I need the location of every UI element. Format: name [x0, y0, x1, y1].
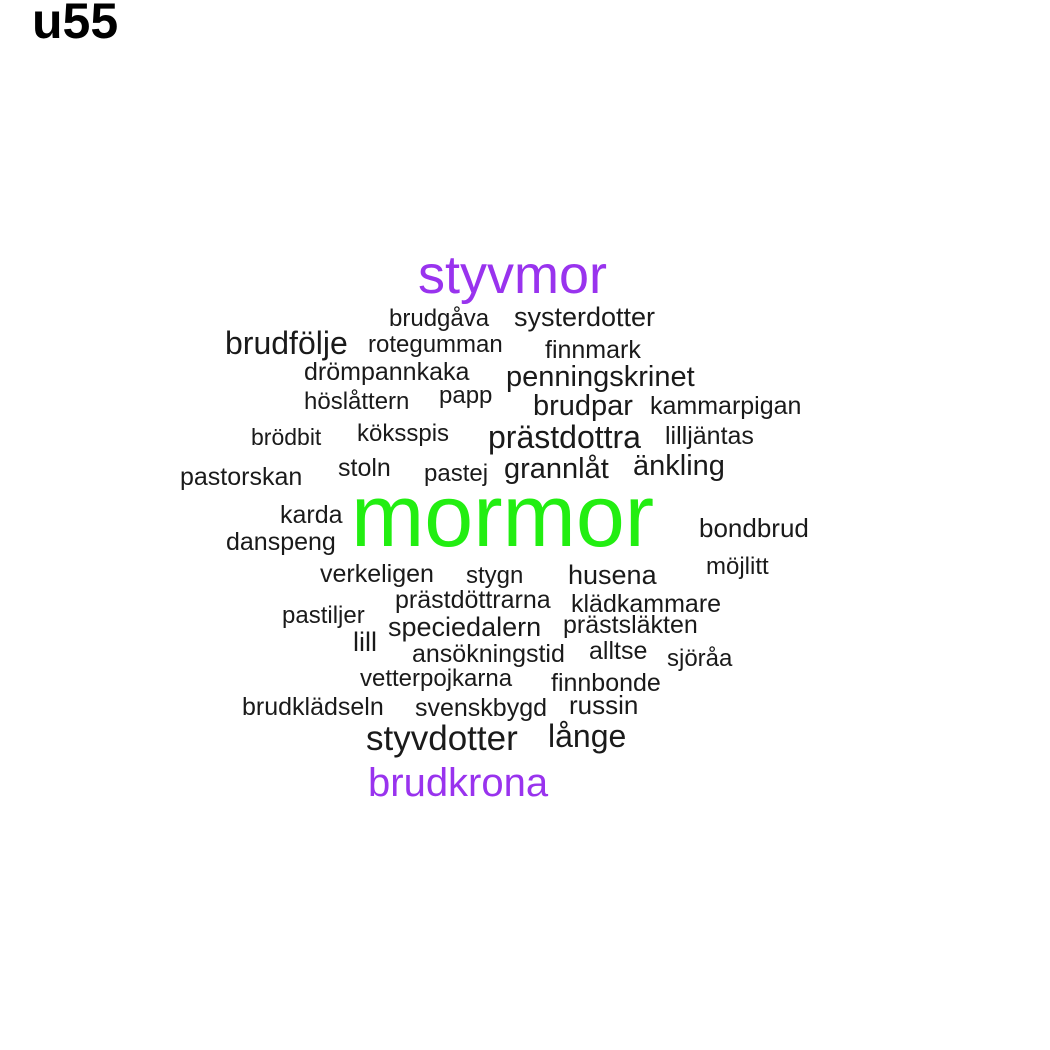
cloud-word: brudklädseln	[242, 693, 384, 721]
cloud-word: möjlitt	[706, 553, 769, 580]
cloud-word: husena	[568, 560, 657, 590]
cloud-word: brudpar	[533, 390, 633, 422]
cloud-word: karda	[280, 501, 343, 529]
cloud-word: kammarpigan	[650, 392, 802, 420]
cloud-word: papp	[439, 382, 493, 409]
cloud-word: brudfölje	[225, 325, 348, 361]
cloud-word: bondbrud	[699, 513, 809, 543]
cloud-word: pastiljer	[282, 602, 365, 629]
cloud-word: lilljäntas	[665, 422, 754, 450]
cloud-word: köksspis	[357, 420, 450, 447]
cloud-word: prästdottra	[488, 419, 641, 455]
cloud-word: penningskrinet	[506, 361, 695, 393]
cloud-title: u55	[32, 0, 119, 49]
cloud-word: brudgåva	[389, 305, 490, 332]
cloud-word: änkling	[633, 450, 725, 482]
cloud-word: klädkammare	[571, 590, 722, 618]
cloud-word: danspeng	[226, 528, 336, 556]
cloud-word: långe	[548, 718, 627, 754]
cloud-word: russin	[569, 690, 639, 720]
cloud-word: grannlåt	[504, 453, 609, 485]
cloud-word: pastej	[424, 460, 489, 487]
cloud-word: finnbonde	[551, 669, 661, 697]
cloud-word: lill	[353, 627, 377, 657]
cloud-word: sjöråa	[667, 645, 733, 672]
cloud-word: styvmor	[418, 245, 607, 305]
cloud-word: alltse	[589, 637, 648, 665]
cloud-word: vetterpojkarna	[360, 665, 513, 692]
cloud-word: pastorskan	[180, 463, 303, 491]
cloud-word: rotegumman	[368, 331, 503, 358]
cloud-word: prästdöttrarna	[395, 586, 551, 614]
cloud-word: verkeligen	[320, 560, 434, 588]
cloud-word: prästsläkten	[563, 611, 698, 639]
cloud-word: mormor	[351, 466, 655, 565]
cloud-word: finnmark	[545, 336, 641, 364]
cloud-word: ansökningstid	[412, 640, 565, 668]
cloud-word: svenskbygd	[415, 694, 548, 722]
cloud-word: höslåttern	[304, 388, 410, 415]
cloud-word: styvdotter	[366, 719, 518, 758]
cloud-word: stygn	[466, 562, 524, 589]
cloud-word: systerdotter	[514, 302, 656, 332]
cloud-word: brödbit	[251, 424, 322, 450]
cloud-word: brudkrona	[368, 761, 549, 805]
cloud-word: drömpannkaka	[304, 358, 470, 386]
cloud-word: speciedalern	[388, 612, 542, 642]
cloud-word: stoln	[338, 454, 391, 482]
